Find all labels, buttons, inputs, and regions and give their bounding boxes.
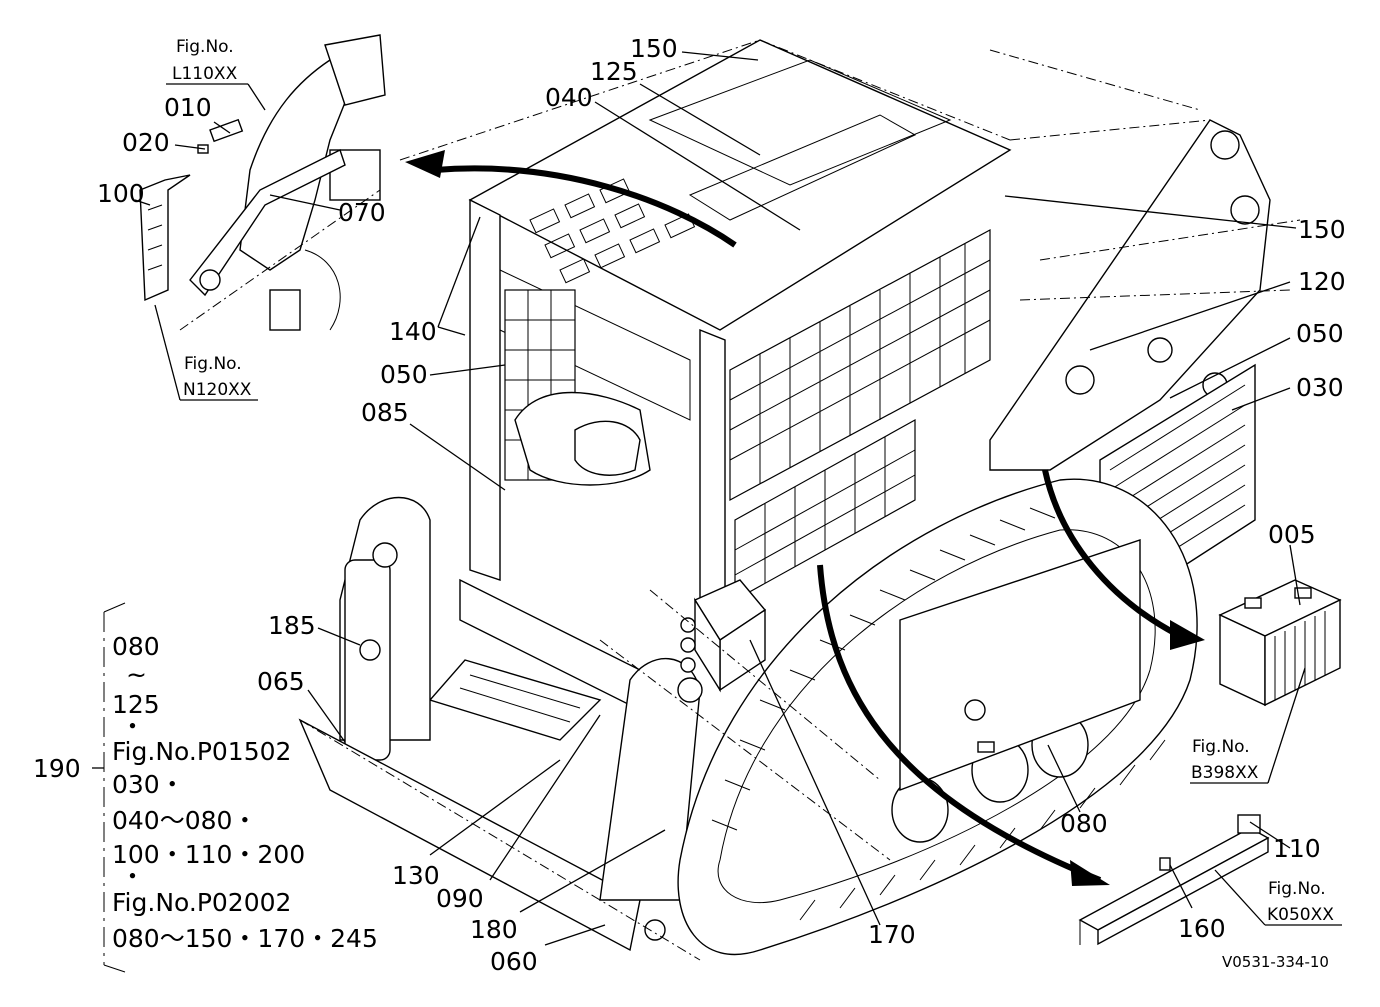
- figure-references: Fig.No. L110XX Fig.No. N120XX Fig.No. B3…: [172, 37, 1334, 925]
- callout-160: 160: [1178, 914, 1226, 943]
- drawing-code: V0531-334-10: [1222, 953, 1329, 971]
- callout-140: 140: [389, 317, 437, 346]
- kit-line-3: 125: [112, 690, 160, 719]
- side-cage-mesh-upper: [729, 228, 991, 502]
- machine-illustration: [298, 39, 1301, 961]
- callout-020: 020: [122, 128, 170, 157]
- callout-070: 070: [338, 198, 386, 227]
- side-cage-mesh-lower: [734, 418, 916, 602]
- left-lift-arm: [339, 496, 431, 761]
- callout-085: 085: [361, 398, 409, 427]
- kit-line-10: Fig.No.P02002: [112, 888, 291, 917]
- part-100-bracket: [139, 174, 191, 302]
- entry-step: [428, 659, 602, 741]
- phantom-lines: [299, 39, 1301, 961]
- callout-050-right: 050: [1296, 319, 1344, 348]
- detail-upper-left: [139, 34, 386, 331]
- figref-n120-code: N120XX: [183, 380, 252, 400]
- lift-arm: [989, 119, 1271, 471]
- right-front-arm: [599, 657, 703, 941]
- callout-150-top: 150: [630, 34, 678, 63]
- callout-190: 190: [33, 754, 81, 783]
- kit-line-1: 080: [112, 632, 160, 661]
- callout-labels: 150 125 040 010 020 100 070 140 050 085 …: [33, 34, 1346, 976]
- figref-l110-code: L110XX: [172, 64, 238, 84]
- kit-line-9: ・: [120, 862, 145, 891]
- callout-100: 100: [97, 179, 145, 208]
- battery-illustration: [1218, 579, 1342, 707]
- figref-b398-title: Fig.No.: [1192, 737, 1250, 757]
- callout-060: 060: [490, 947, 538, 976]
- figref-k050-title: Fig.No.: [1268, 879, 1326, 899]
- callout-130: 130: [392, 861, 440, 890]
- track-frame: [899, 539, 1141, 792]
- callout-185: 185: [268, 611, 316, 640]
- kit-line-8: 100・110・200: [112, 840, 305, 869]
- hydraulic-coupler-block: [680, 579, 767, 693]
- assembly-arrows: [405, 150, 1205, 886]
- callout-170: 170: [868, 920, 916, 949]
- kit-line-6: 030・: [112, 770, 185, 799]
- callout-010: 010: [164, 93, 212, 122]
- figref-k050-code: K050XX: [1267, 905, 1334, 925]
- callout-125: 125: [590, 57, 638, 86]
- callout-090: 090: [436, 884, 484, 913]
- callout-110: 110: [1273, 834, 1321, 863]
- figref-l110-title: Fig.No.: [176, 37, 234, 57]
- callout-080: 080: [1060, 809, 1108, 838]
- kit-list-bracket: [103, 602, 126, 973]
- kit-line-11: 080～150・170・245: [112, 924, 378, 953]
- callout-180: 180: [470, 915, 518, 944]
- kit-line-2: ~: [126, 660, 147, 689]
- kit-line-7: 040～080・: [112, 806, 257, 835]
- kit-line-5: Fig.No.P01502: [112, 737, 291, 766]
- leader-lines: [92, 51, 1342, 946]
- rail-part-illustration: [1078, 814, 1270, 946]
- callout-040: 040: [545, 83, 593, 112]
- cab-left-pillar: [469, 198, 501, 581]
- operator-seat: [514, 391, 651, 486]
- callout-030: 030: [1296, 373, 1344, 402]
- kit-line-4: ・: [120, 712, 145, 741]
- cab-roof: [468, 39, 1012, 331]
- callout-050-left: 050: [380, 360, 428, 389]
- callout-150-right: 150: [1298, 215, 1346, 244]
- callout-005: 005: [1268, 520, 1316, 549]
- kit-composition-list: 080 ~ 125 ・ Fig.No.P01502 030・ 040～080・ …: [112, 632, 378, 953]
- figref-n120-title: Fig.No.: [184, 354, 242, 374]
- callout-120: 120: [1298, 267, 1346, 296]
- figref-b398-code: B398XX: [1191, 763, 1259, 783]
- callout-065: 065: [257, 667, 305, 696]
